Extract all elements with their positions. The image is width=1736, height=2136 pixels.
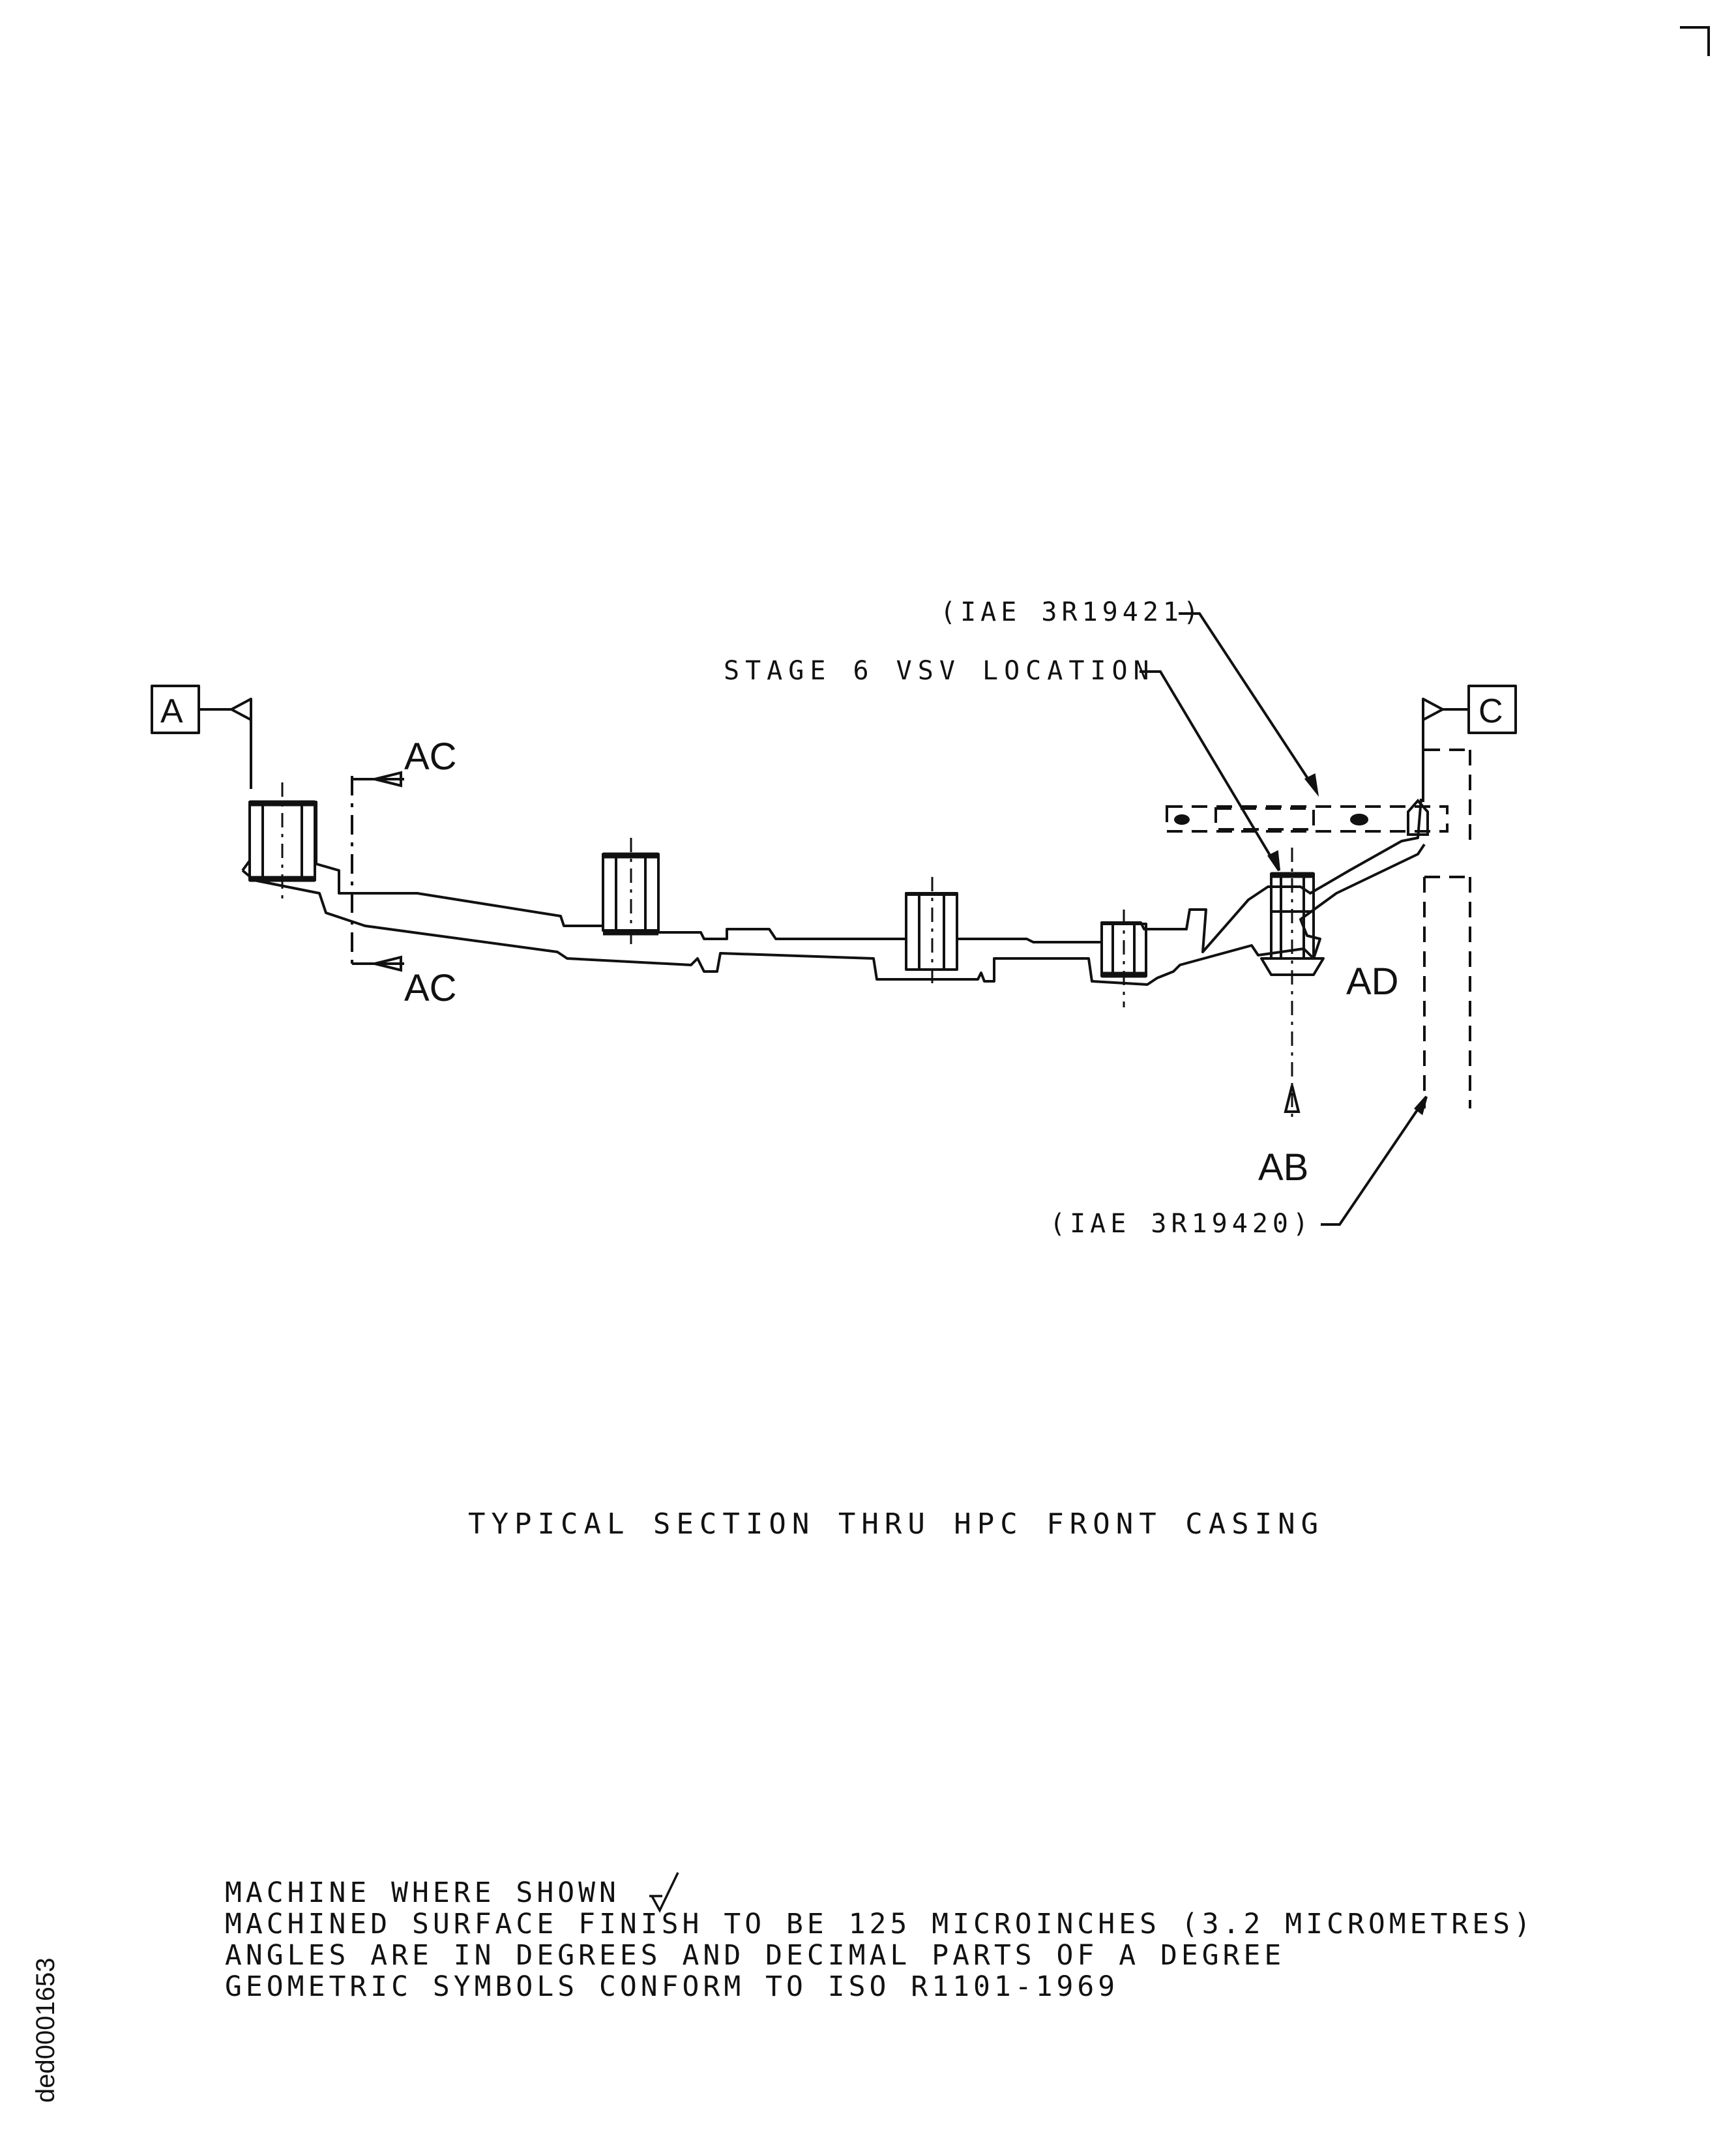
section-ab-arrow (1284, 1085, 1301, 1113)
datum-a-triangle (230, 698, 252, 721)
note-line-2: MACHINED SURFACE FINISH TO BE 125 MICROI… (225, 1908, 1535, 1940)
section-ac-cut (351, 771, 404, 972)
casing-top-profile (241, 798, 1422, 953)
note-line-3: ANGLES ARE IN DEGREES AND DECIMAL PARTS … (225, 1939, 1286, 1972)
section-ad-label: AD (1346, 960, 1399, 1003)
drawing-caption: TYPICAL SECTION THRU HPC FRONT CASING (468, 1507, 1325, 1541)
datum-c-label: C (1479, 692, 1503, 730)
callout-bottom-ref: (IAE 3R19420) (1050, 1209, 1313, 1239)
machining-symbol-icon (649, 1872, 679, 1913)
callout-vsv-location: STAGE 6 VSV LOCATION (724, 656, 1155, 686)
casing-bottom-profile (241, 843, 1426, 986)
leader-vsv (1140, 670, 1280, 872)
vsv-phantom (1166, 805, 1449, 833)
vane-boss-3 (905, 893, 958, 971)
datum-c-triangle (1422, 698, 1444, 721)
section-ac-bottom-label: AC (404, 967, 457, 1009)
section-ab-label: AB (1258, 1146, 1308, 1189)
leader-bottom-ref (1321, 1095, 1428, 1226)
datum-a-label: A (160, 692, 183, 730)
note-line-4: GEOMETRIC SYMBOLS CONFORM TO ISO R1101-1… (225, 1970, 1119, 2003)
note-line-1: MACHINE WHERE SHOWN (225, 1876, 620, 1909)
section-ac-top-label: AC (404, 735, 457, 778)
document-id: ded0001653 (31, 1957, 60, 2103)
leader-top-ref (1179, 612, 1318, 794)
callout-top-ref: (IAE 3R19421) (940, 597, 1203, 627)
vane-boss-2 (602, 854, 660, 932)
corner-crop-mark (1680, 26, 1710, 56)
